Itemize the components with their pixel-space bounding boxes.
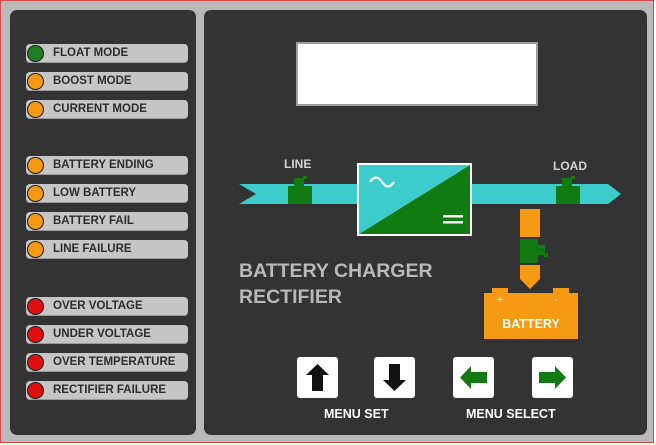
status-led (27, 354, 44, 371)
indicator-label: UNDER VOLTAGE (53, 328, 151, 340)
device-title-line2: RECTIFIER (239, 286, 342, 308)
device-title-line1: BATTERY CHARGER (239, 260, 433, 282)
indicator-label: OVER TEMPERATURE (53, 356, 176, 368)
status-led (27, 73, 44, 90)
status-led (27, 45, 44, 62)
indicator-label: LOW BATTERY (53, 187, 137, 199)
menu-set-label: MENU SET (324, 407, 389, 421)
indicator-boost-mode: BOOST MODE (26, 72, 188, 91)
indicator-over-temperature: OVER TEMPERATURE (26, 353, 188, 372)
battery-branch-bar (520, 209, 540, 237)
indicator-label: BATTERY ENDING (53, 159, 154, 171)
battery-terminal-negative (553, 288, 569, 294)
indicator-line-failure: LINE FAILURE (26, 240, 188, 259)
line-switch-icon (288, 176, 312, 204)
indicator-label: BATTERY FAIL (53, 215, 134, 227)
battery-charge-arrow (520, 265, 540, 289)
status-led (27, 101, 44, 118)
battery-plus-sign: + (497, 295, 503, 306)
indicator-low-battery: LOW BATTERY (26, 184, 188, 203)
ac-wave-icon (369, 176, 395, 188)
dc-line-icon-top (443, 215, 463, 218)
lcd-display (296, 42, 538, 106)
indicator-over-voltage: OVER VOLTAGE (26, 297, 188, 316)
load-label: LOAD (553, 159, 587, 173)
arrow-right-icon (539, 366, 566, 389)
indicator-label: CURRENT MODE (53, 103, 147, 115)
status-led (27, 185, 44, 202)
status-led (27, 241, 44, 258)
status-led (27, 157, 44, 174)
left-button[interactable] (453, 357, 494, 398)
indicator-battery-fail: BATTERY FAIL (26, 212, 188, 231)
up-button[interactable] (297, 357, 338, 398)
rectifier-dc-side (359, 165, 470, 234)
load-switch-icon (556, 176, 580, 204)
arrow-down-icon (383, 364, 406, 391)
dc-line-icon-bottom (443, 221, 463, 224)
down-button[interactable] (374, 357, 415, 398)
battery-minus-sign: - (554, 295, 557, 306)
indicator-battery-ending: BATTERY ENDING (26, 156, 188, 175)
menu-select-label: MENU SELECT (466, 407, 556, 421)
indicator-float-mode: FLOAT MODE (26, 44, 188, 63)
indicator-under-voltage: UNDER VOLTAGE (26, 325, 188, 344)
line-label: LINE (284, 157, 312, 171)
battery-terminal-positive (492, 288, 508, 294)
arrow-up-icon (306, 364, 329, 391)
battery-switch-icon (520, 239, 548, 263)
indicator-rectifier-failure: RECTIFIER FAILURE (26, 381, 188, 400)
output-flow-arrow (470, 184, 621, 204)
status-led (27, 298, 44, 315)
indicator-label: RECTIFIER FAILURE (53, 384, 167, 396)
status-led (27, 326, 44, 343)
battery-label: BATTERY (502, 317, 560, 331)
status-led (27, 213, 44, 230)
status-led (27, 382, 44, 399)
arrow-left-icon (460, 366, 487, 389)
indicator-label: BOOST MODE (53, 75, 132, 87)
indicator-label: LINE FAILURE (53, 243, 132, 255)
indicator-current-mode: CURRENT MODE (26, 100, 188, 119)
right-button[interactable] (532, 357, 573, 398)
indicator-label: FLOAT MODE (53, 47, 129, 59)
indicator-label: OVER VOLTAGE (53, 300, 143, 312)
battery-body (484, 293, 578, 339)
